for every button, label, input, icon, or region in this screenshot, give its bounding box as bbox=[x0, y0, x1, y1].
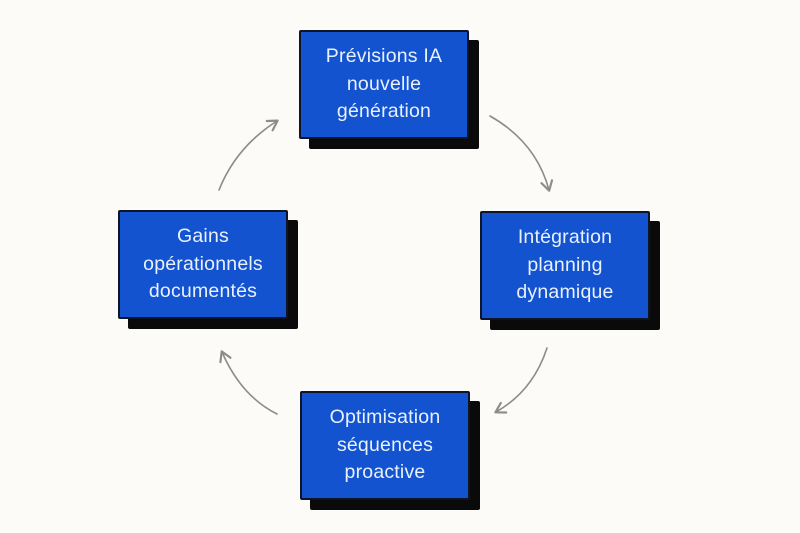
node-gains-operationnels: Gains opérationnels documentés bbox=[118, 210, 288, 319]
node-optimisation-sequences: Optimisation séquences proactive bbox=[300, 391, 470, 500]
node-integration-planning-label: Intégration planning dynamique bbox=[516, 225, 614, 304]
arrow-right-to-bottom-icon bbox=[494, 347, 548, 414]
arrow-top-to-right-icon bbox=[489, 115, 554, 192]
node-integration-planning: Intégration planning dynamique bbox=[480, 211, 650, 320]
node-optimisation-sequences-label: Optimisation séquences proactive bbox=[329, 405, 441, 484]
node-previsions-ia-label: Prévisions IA nouvelle génération bbox=[325, 44, 443, 123]
arrow-left-to-top-icon bbox=[218, 119, 279, 191]
node-gains-operationnels-label: Gains opérationnels documentés bbox=[143, 224, 263, 303]
arrow-bottom-to-left-icon bbox=[219, 350, 278, 415]
node-previsions-ia: Prévisions IA nouvelle génération bbox=[299, 30, 469, 139]
